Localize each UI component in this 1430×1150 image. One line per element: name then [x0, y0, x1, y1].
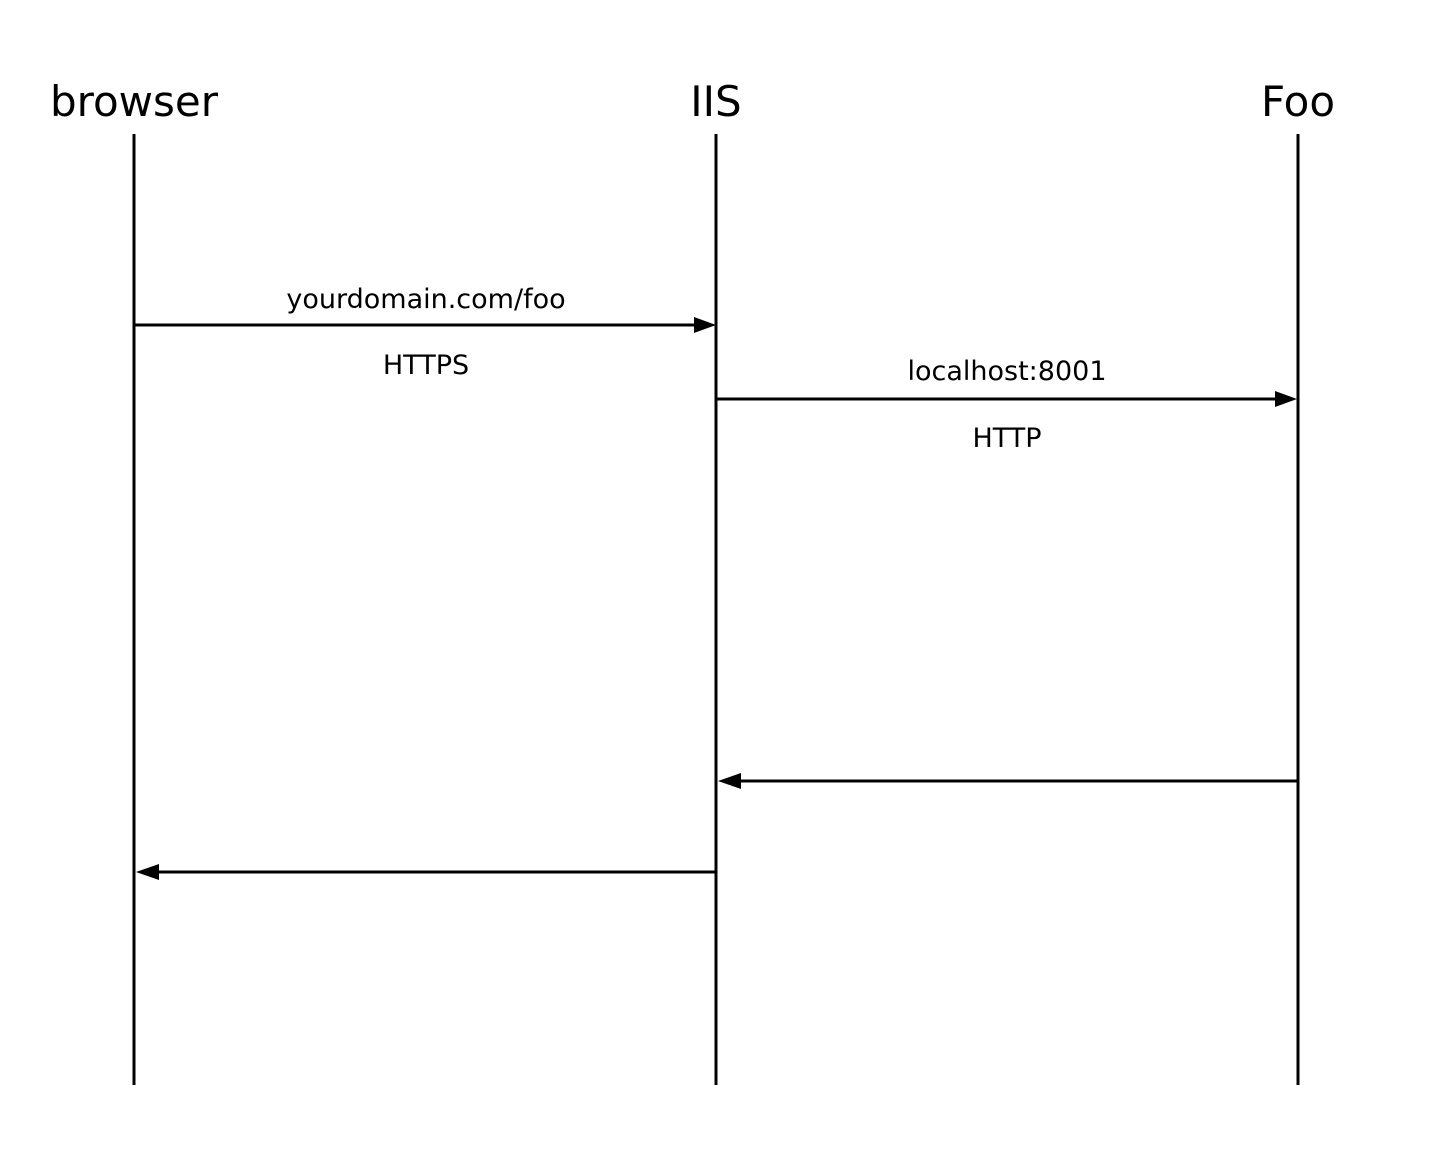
message-label-below: HTTP — [972, 423, 1041, 454]
participant-label-iis: IIS — [690, 77, 741, 126]
message-label-above: yourdomain.com/foo — [286, 284, 565, 315]
arrow-head-right-icon — [694, 317, 716, 333]
message-foo-to-iis — [718, 773, 1298, 789]
arrow-head-left-icon — [136, 864, 159, 880]
message-iis-to-foo: localhost:8001 HTTP — [716, 356, 1297, 454]
arrow-head-right-icon — [1275, 391, 1297, 407]
message-iis-to-browser — [136, 864, 716, 880]
arrow-head-left-icon — [718, 773, 741, 789]
participant-label-browser: browser — [50, 77, 219, 126]
message-browser-to-iis: yourdomain.com/foo HTTPS — [134, 284, 716, 381]
message-label-above: localhost:8001 — [907, 356, 1106, 387]
participant-label-foo: Foo — [1261, 77, 1335, 126]
message-label-below: HTTPS — [383, 350, 469, 381]
